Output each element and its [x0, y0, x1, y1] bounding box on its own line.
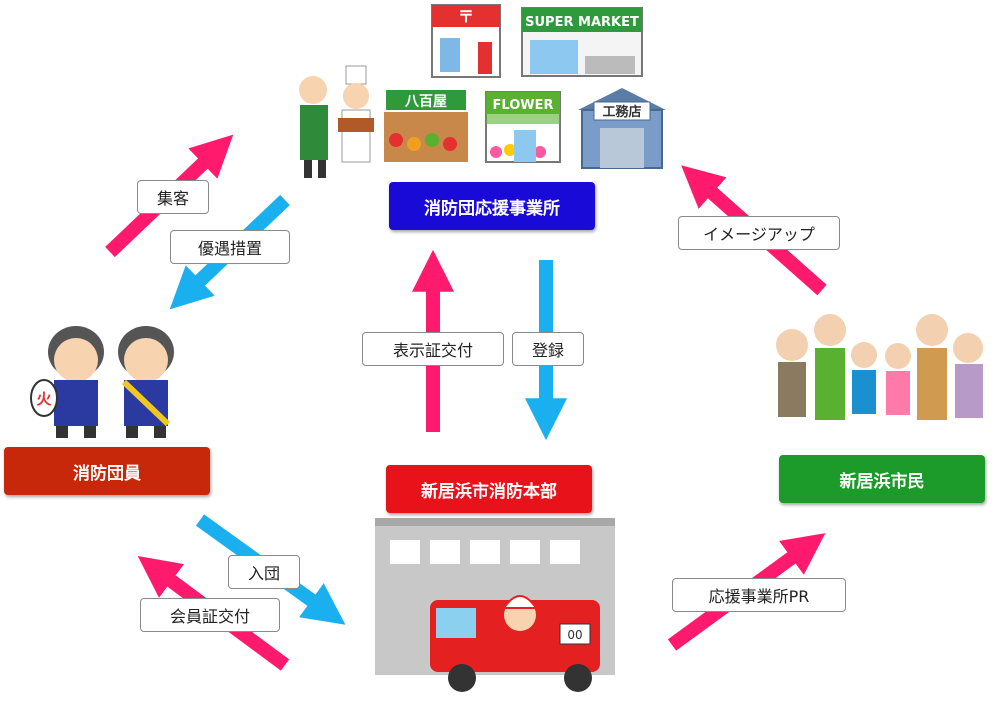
label-attract-customers: 集客 [137, 180, 209, 214]
construction-shop-icon: 工務店 [578, 88, 666, 169]
construction-sign: 工務店 [602, 104, 641, 120]
label-join: 入団 [228, 555, 300, 589]
greengrocer-sign: 八百屋 [404, 94, 447, 110]
supermarket-icon: SUPER MARKET [521, 7, 643, 77]
node-fire-hq: 新居浜市消防本部 [386, 465, 592, 513]
shopkeepers-icon [299, 65, 374, 178]
label-preferential-treatment: 優遇措置 [170, 230, 290, 264]
label-issue-display-certificate: 表示証交付 [362, 332, 504, 366]
family-icon [776, 314, 983, 420]
firefighter-tasuki-icon [118, 326, 174, 438]
label-registration: 登録 [512, 332, 584, 366]
firefighter-lantern-icon: 火 [30, 326, 104, 438]
truck-plate: 00 [567, 628, 582, 642]
flower-sign: FLOWER [493, 98, 554, 113]
node-citizens: 新居浜市民 [779, 455, 985, 503]
label-office-pr: 応援事業所PR [672, 578, 846, 612]
node-support-office: 消防団応援事業所 [389, 182, 595, 230]
supermarket-sign: SUPER MARKET [525, 15, 639, 30]
greengrocer-icon: 八百屋 [384, 90, 468, 162]
flower-shop-icon: FLOWER [485, 91, 561, 163]
fire-truck-icon: 00 [430, 595, 600, 692]
label-image-up: イメージアップ [678, 216, 840, 250]
lantern-char: 火 [36, 390, 52, 408]
node-fire-member: 消防団員 [4, 447, 210, 495]
post-mark: 〒 [458, 7, 474, 26]
label-issue-member-card: 会員証交付 [140, 598, 280, 632]
post-office-icon: 〒 [431, 4, 501, 78]
